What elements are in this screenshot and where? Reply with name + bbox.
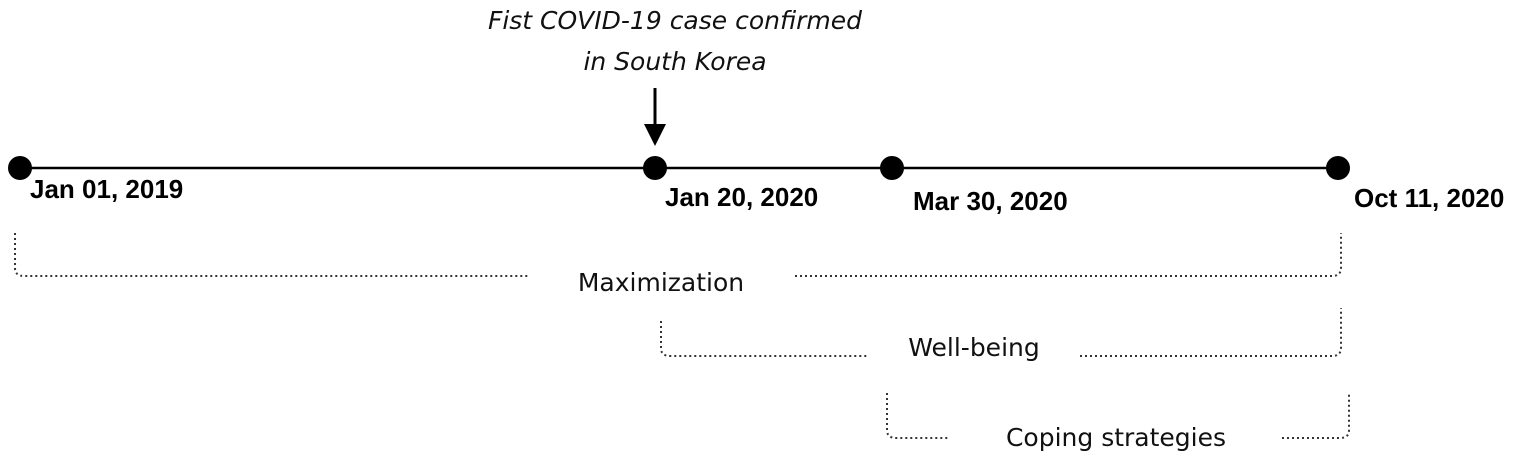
milestone-dot-jan-20-2020: [643, 156, 667, 180]
annotation-line-1: Fist COVID-19 case confirmed: [488, 6, 862, 35]
milestone-dot-oct-11-2020: [1326, 156, 1350, 180]
period-label-coping-strategies: Coping strategies: [1006, 423, 1226, 452]
period-label-well-being: Well-being: [908, 333, 1039, 362]
milestone-label-mar-30-2020: Mar 30, 2020: [913, 186, 1068, 216]
milestone-label-jan-20-2020: Jan 20, 2020: [665, 182, 818, 212]
period-bracket-coping-strategies: [886, 393, 1350, 439]
milestone-dot-jan-01-2019: [8, 156, 32, 180]
milestone-label-oct-11-2020: Oct 11, 2020: [1354, 183, 1504, 213]
period-bracket-well-being: [660, 308, 1342, 357]
annotation-arrow: [644, 88, 666, 146]
milestone-dot-mar-30-2020: [880, 156, 904, 180]
period-label-maximization: Maximization: [578, 268, 744, 297]
milestone-label-jan-01-2019: Jan 01, 2019: [30, 174, 183, 204]
annotation-line-2: in South Korea: [583, 47, 766, 76]
period-bracket-maximization: [14, 233, 1342, 277]
